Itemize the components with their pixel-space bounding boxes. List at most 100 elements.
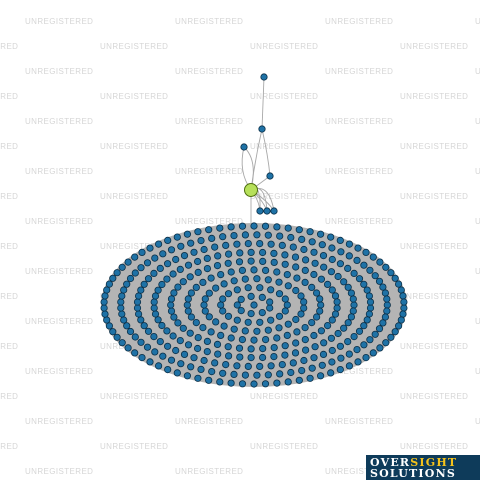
cluster-node <box>350 269 358 277</box>
cluster-node <box>143 259 152 267</box>
cluster-node <box>219 369 227 377</box>
cluster-node <box>177 360 185 368</box>
cluster-node <box>194 228 202 236</box>
cluster-node <box>192 318 200 327</box>
cluster-node <box>137 338 145 346</box>
cluster-node <box>345 252 353 260</box>
watermark-text: UNREGISTERED <box>175 167 243 176</box>
cluster-node <box>366 266 374 274</box>
cluster-node <box>261 266 270 274</box>
cluster-node <box>137 286 145 294</box>
cluster-node <box>217 331 225 339</box>
cluster-node <box>203 347 211 356</box>
cluster-node <box>344 264 352 272</box>
watermark-text: UNREGISTERED <box>25 217 93 226</box>
cluster-node <box>163 327 171 335</box>
graph-edge <box>261 76 265 130</box>
cluster-node <box>180 252 189 260</box>
cluster-node <box>212 284 220 292</box>
cluster-node <box>250 222 258 230</box>
cluster-node <box>156 337 164 346</box>
cluster-node <box>167 295 176 303</box>
cluster-node <box>365 292 373 300</box>
watermark-text: UNREGISTERED <box>0 242 18 251</box>
brand-line-1: OVERSIGHT <box>370 457 457 468</box>
cluster-node <box>308 238 316 246</box>
cluster-node <box>344 283 352 291</box>
cluster-node <box>224 343 232 351</box>
cluster-node <box>241 231 249 239</box>
cluster-node <box>236 249 244 257</box>
cluster-node <box>241 371 249 379</box>
cluster-node <box>177 242 185 250</box>
watermark-text: UNREGISTERED <box>175 217 243 226</box>
watermark-text: UNREGISTERED <box>25 17 93 26</box>
cluster-node <box>284 378 292 386</box>
cluster-node <box>264 371 272 379</box>
cluster-node <box>131 349 139 357</box>
cluster-node <box>214 252 222 260</box>
cluster-node <box>363 286 371 294</box>
watermark-text: UNREGISTERED <box>400 392 468 401</box>
cluster-node <box>133 298 142 306</box>
cluster-node <box>123 322 131 330</box>
watermark-text: UNREGISTERED <box>0 392 18 401</box>
cluster-node <box>266 298 274 306</box>
cluster-node <box>131 253 139 261</box>
cluster-node <box>101 310 109 318</box>
cluster-node <box>118 292 126 300</box>
cluster-node <box>284 224 292 232</box>
cluster-node <box>170 289 178 297</box>
cluster-node <box>217 270 225 279</box>
cluster-node <box>194 268 202 276</box>
cluster-node <box>230 325 238 333</box>
cluster-node <box>292 339 300 347</box>
cluster-node <box>328 358 336 366</box>
cluster-node <box>170 313 178 321</box>
cluster-node <box>264 326 272 334</box>
cluster-node <box>273 334 281 342</box>
cluster-node <box>217 301 225 309</box>
cluster-node <box>328 316 336 324</box>
watermark-text: UNREGISTERED <box>400 142 468 151</box>
cluster-node <box>376 344 384 352</box>
cluster-node <box>334 329 342 338</box>
cluster-node <box>259 344 267 353</box>
cluster-node <box>184 341 193 349</box>
cluster-node <box>244 240 252 248</box>
watermark-text: UNREGISTERED <box>400 42 468 51</box>
cluster-node <box>381 313 389 321</box>
cluster-node <box>273 379 281 387</box>
cluster-node <box>308 283 316 291</box>
cluster-node <box>284 320 292 328</box>
cluster-node <box>376 258 384 266</box>
cluster-node <box>253 275 261 283</box>
cluster-node <box>133 304 142 312</box>
cluster-node <box>318 241 326 249</box>
cluster-node <box>256 362 264 370</box>
watermark-text: UNREGISTERED <box>325 467 393 476</box>
watermark-text: UNREGISTERED <box>25 417 93 426</box>
node-chain <box>240 73 278 215</box>
cluster-node <box>273 268 281 276</box>
cluster-node <box>382 263 390 271</box>
cluster-node <box>298 366 306 375</box>
cluster-node <box>383 307 391 315</box>
cluster-node <box>292 315 300 324</box>
cluster-node <box>310 331 318 340</box>
watermark-text: UNREGISTERED <box>250 142 318 151</box>
cluster-node <box>200 301 208 309</box>
cluster-node <box>300 304 308 312</box>
cluster-node <box>253 327 261 335</box>
cluster-node <box>347 313 355 321</box>
cluster-node <box>140 280 148 288</box>
cluster-node <box>167 356 176 364</box>
cluster-node <box>244 284 252 292</box>
cluster-node <box>140 322 148 330</box>
cluster-node <box>336 260 344 268</box>
watermark-text: UNREGISTERED <box>0 142 18 151</box>
cluster-node <box>308 318 316 327</box>
cluster-node <box>306 228 314 236</box>
cluster-node <box>169 332 177 340</box>
cluster-node <box>308 364 316 372</box>
